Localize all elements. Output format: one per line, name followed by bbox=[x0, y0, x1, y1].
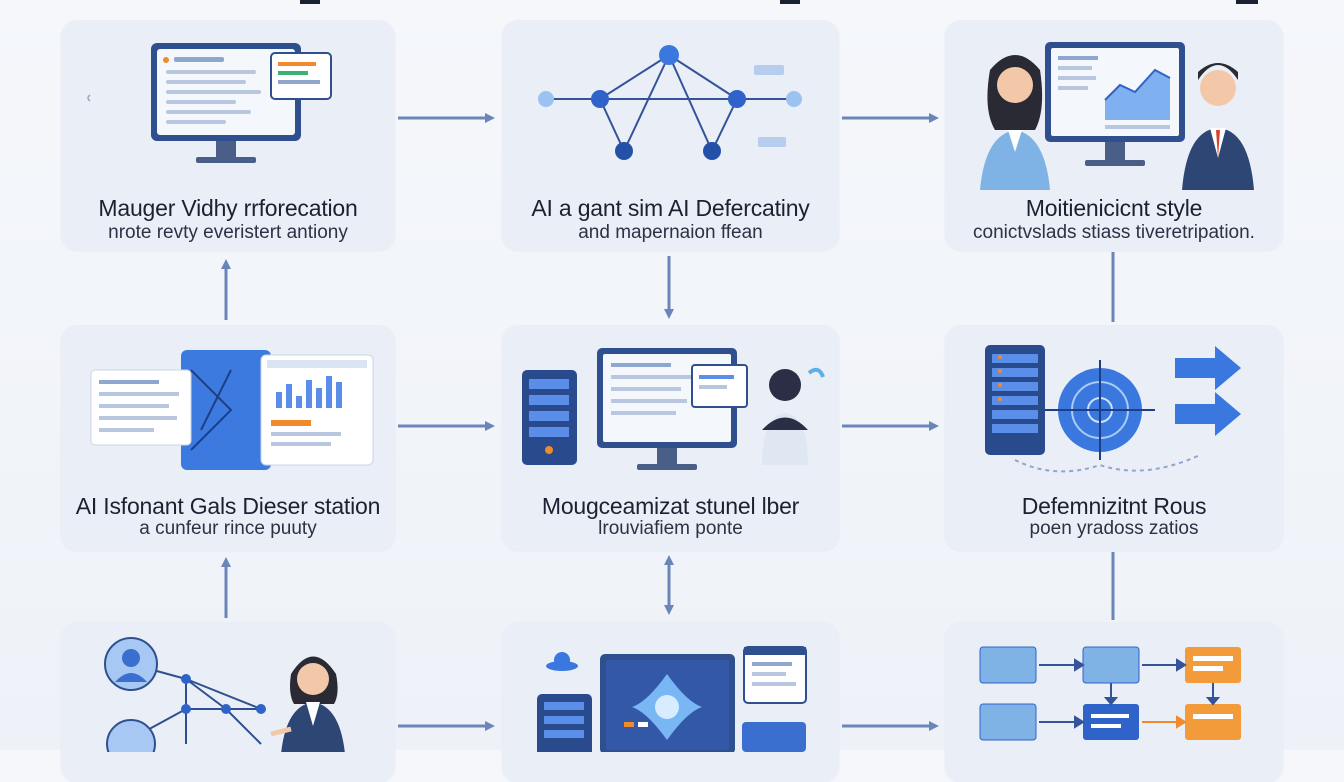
card-assistant-station[interactable]: AI Isfonant Gals Dieser station a cunfeu… bbox=[61, 325, 395, 550]
card-title: Moitienicicnt style bbox=[1025, 195, 1203, 221]
card-title: Defemnizitnt Rous bbox=[1021, 493, 1207, 519]
card-title: AI Isfonant Gals Dieser station bbox=[75, 493, 381, 519]
card-subtitle: and mapernaion ffean bbox=[578, 222, 763, 243]
top-title-fragments bbox=[300, 0, 1258, 4]
card-ai-workstation[interactable] bbox=[502, 622, 839, 782]
card-title: Mougceamizat stunel lber bbox=[541, 493, 800, 519]
workflow-blocks-icon bbox=[979, 646, 1241, 741]
card-subtitle: nrote revty everistert antiony bbox=[108, 222, 348, 243]
card-subtitle: poen yradoss zatios bbox=[1029, 518, 1199, 539]
card-ai-agent[interactable]: AI a gant sim AI Defercatiny and maperna… bbox=[502, 20, 839, 250]
card-title: AI a gant sim AI Defercatiny bbox=[531, 195, 810, 221]
card-team-network[interactable] bbox=[61, 622, 395, 782]
card-style[interactable]: Moitienicicnt style conictvslads stiass … bbox=[945, 20, 1283, 250]
card-workflow[interactable] bbox=[945, 622, 1283, 782]
card-forecasting[interactable]: Mauger Vidhy rrforecation nrote revty ev… bbox=[61, 20, 395, 250]
server-monitor-user-icon bbox=[522, 348, 825, 470]
server-target-arrows-icon bbox=[985, 345, 1241, 473]
card-title: Mauger Vidhy rrforecation bbox=[98, 195, 358, 221]
network-graph-icon bbox=[538, 45, 802, 160]
card-subtitle: a cunfeur rince puuty bbox=[139, 518, 317, 539]
card-subtitle: lrouviafiem ponte bbox=[598, 518, 743, 539]
card-routes[interactable]: Defemnizitnt Rous poen yradoss zatios bbox=[945, 325, 1283, 550]
card-organization[interactable]: Mougceamizat stunel lber lrouviafiem pon… bbox=[502, 325, 839, 550]
team-presentation-icon bbox=[980, 42, 1254, 190]
ai-workstation-icon bbox=[537, 646, 807, 752]
card-subtitle: conictvslads stiass tiveretripation. bbox=[973, 222, 1255, 243]
analytics-panels-icon bbox=[90, 350, 374, 470]
monitor-dashboard-icon bbox=[151, 43, 332, 163]
people-network-icon bbox=[104, 637, 345, 752]
